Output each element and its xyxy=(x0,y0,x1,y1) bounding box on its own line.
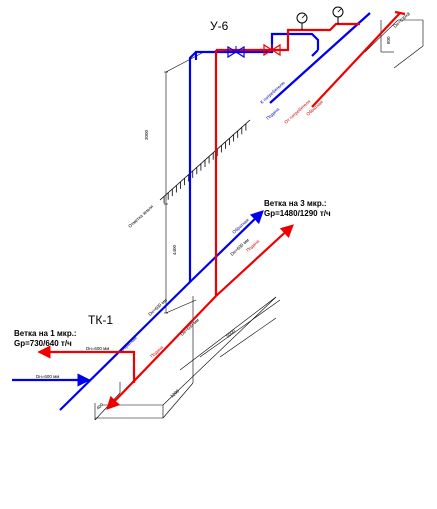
ground-hatch-icon xyxy=(159,119,251,204)
pressure-gauge-icon xyxy=(296,6,344,30)
branch1-title: Ветка на 1 мкр.: xyxy=(14,329,77,338)
gate-valve-icon xyxy=(227,43,281,59)
dim-400: 400 xyxy=(95,402,104,411)
mid-return-note: Обратная xyxy=(119,335,138,353)
dim-1200: 1200 xyxy=(169,388,180,399)
node-u6-label: У-6 xyxy=(210,19,229,33)
return-pipeline xyxy=(12,12,371,411)
dim-5000: 5000 xyxy=(225,328,236,339)
supply-pipeline xyxy=(37,10,406,410)
branch3-title: Ветка на 3 мкр.: xyxy=(264,199,327,208)
dim-3000: 3000 xyxy=(144,129,149,140)
ground-level-label: Отметка земли xyxy=(127,204,154,229)
dimension-lines xyxy=(94,19,424,421)
return-top-note-2: Подача xyxy=(265,106,280,120)
tk1-dn-note-2: Dн=600 мм xyxy=(179,317,200,336)
branch1-flow: Gр=730/640 т/ч xyxy=(14,339,72,348)
dim-800: 800 xyxy=(386,36,391,44)
branch3-flow: Gр=1480/1290 т/ч xyxy=(264,209,331,218)
tk1-dn-in-note: Dн=600 мм xyxy=(36,374,59,379)
tk1-dn-left-note: Dн=600 мм xyxy=(86,346,109,351)
node-tk1-label: ТК-1 xyxy=(88,313,113,327)
dim-4400: 4400 xyxy=(172,244,177,255)
